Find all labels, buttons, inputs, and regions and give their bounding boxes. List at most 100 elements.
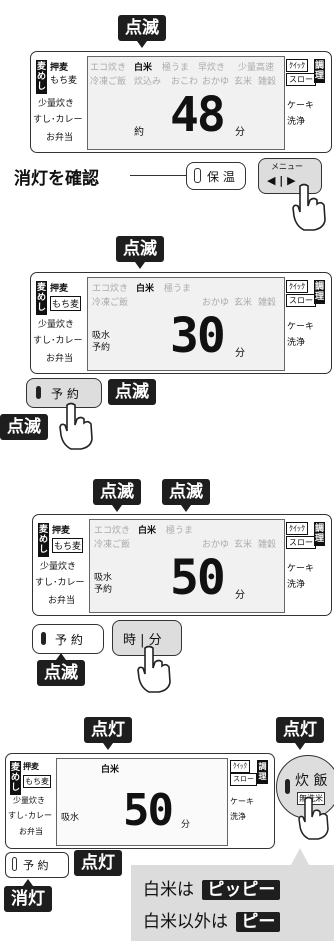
jifun-button-label: 時 | 分 <box>123 633 162 648</box>
mugimeshi-badge: 麦めし <box>38 523 49 557</box>
remaining-minutes: 50 <box>123 785 174 836</box>
unit-fun: 分 <box>235 590 245 601</box>
course-genmai: 玄米 <box>234 298 253 308</box>
course-hakumai: 白米 <box>101 765 120 775</box>
cake-label: ケーキ <box>287 101 315 111</box>
unit-yaku: 約 <box>134 127 144 138</box>
mugimeshi-badge: 麦めし <box>36 60 47 94</box>
remaining-minutes: 30 <box>170 308 226 364</box>
yoyaku-indicator-led <box>36 386 41 399</box>
course-takikomi: 炊込み <box>134 77 162 87</box>
slow-label: スロー <box>286 73 316 86</box>
wash-label: 洗浄 <box>287 117 306 127</box>
menu-button[interactable]: メニュー ◀ | ▶ <box>258 158 322 194</box>
course-okowa: おこわ <box>171 77 199 87</box>
course-zakkoku: 雑穀 <box>258 540 277 550</box>
cake-label: ケーキ <box>287 322 315 332</box>
hoon-button-label: 保 温 <box>207 170 235 184</box>
control-panel-2: 麦めし 押麦 もち麦 少量炊き すし･カレー お弁当 エコ炊き 白米 極うま 冷… <box>30 272 332 374</box>
shoryo-label: 少量炊き <box>13 796 45 805</box>
course-zakkoku: 雑穀 <box>258 298 277 308</box>
shoryo-label: 少量炊き <box>38 99 75 109</box>
kyusui-indicator: 吸水 <box>94 573 113 583</box>
cake-label: ケーキ <box>287 564 315 574</box>
jifun-button[interactable]: 時 | 分 <box>112 620 182 656</box>
mochimugi-label: もち麦 <box>23 775 51 788</box>
wash-label: 洗浄 <box>230 812 246 821</box>
course-zakkoku: 雑穀 <box>258 77 277 87</box>
oshimugi-label: 押麦 <box>52 526 71 536</box>
mochimugi-label: もち麦 <box>52 538 84 553</box>
course-shoryo-kosoku: 少量高速 <box>238 63 275 73</box>
chouri-badge: 調理 <box>314 59 325 83</box>
yoyaku-indicator-led <box>41 632 46 645</box>
lcd-display-1: エコ炊き 白米 極うま 早炊き 少量高速 冷凍ご飯 炊込み おこわ おかゆ 玄米… <box>87 56 285 150</box>
course-reitou: 冷凍ご飯 <box>92 298 129 308</box>
kyusui-indicator: 吸水 <box>61 813 80 823</box>
course-eco: エコ炊き <box>92 284 129 294</box>
lit-label: 点灯 <box>84 717 132 750</box>
sushi-curry-label: すし･カレー <box>8 811 52 820</box>
course-genmai: 玄米 <box>234 540 253 550</box>
slow-label: スロー <box>286 294 316 307</box>
course-gokuuma: 極うま <box>162 63 190 73</box>
bento-label: お弁当 <box>46 354 74 364</box>
remaining-minutes: 48 <box>170 87 226 143</box>
yoyaku-button-label: 予 約 <box>23 859 49 872</box>
blink-label: 点滅 <box>0 414 48 440</box>
chouri-badge: 調理 <box>257 760 268 784</box>
oshimugi-label: 押麦 <box>23 762 39 771</box>
pointing-hand-icon <box>59 402 93 450</box>
course-gokuuma: 極うま <box>166 526 194 536</box>
slow-label: スロー <box>230 773 257 786</box>
yoyaku-button[interactable]: 予 約 <box>5 852 69 878</box>
oshimugi-label: 押麦 <box>50 284 69 294</box>
remaining-minutes: 50 <box>170 550 226 606</box>
mugimeshi-badge: 麦めし <box>10 761 21 795</box>
note-line-2: 白米以外は ピー <box>143 907 281 932</box>
hoon-indicator <box>194 168 201 183</box>
suihan-indicator-led <box>285 779 290 794</box>
note-line-1: 白米は ピッピー <box>143 875 281 900</box>
blink-label: 点滅 <box>162 479 210 512</box>
bento-label: お弁当 <box>48 596 76 606</box>
control-panel-1: 麦めし 押麦 もち麦 少量炊き すし･カレー お弁当 エコ炊き 白米 極うま 早… <box>30 51 332 153</box>
blink-label: 点滅 <box>118 15 166 48</box>
control-panel-4: 麦めし 押麦 もち麦 少量炊き すし･カレー お弁当 白米 吸水 50 分 ｸｲ… <box>5 753 275 849</box>
sushi-curry-label: すし･カレー <box>33 336 83 346</box>
course-okayu: おかゆ <box>202 77 230 87</box>
blink-label: 点滅 <box>108 379 156 405</box>
course-reitou: 冷凍ご飯 <box>94 540 131 550</box>
hoon-button[interactable]: 保 温 <box>186 162 246 190</box>
course-genmai: 玄米 <box>234 77 253 87</box>
lit-label: 点灯 <box>276 717 324 750</box>
sushi-curry-label: すし･カレー <box>33 115 83 125</box>
yoyaku-button-label: 予 約 <box>55 633 83 647</box>
beep-note-box: 白米は ピッピー 白米以外は ピー <box>131 865 334 941</box>
sound-pii: ピー <box>236 912 281 932</box>
course-hakumai: 白米 <box>138 526 157 536</box>
quick-label: ｸｲｯｸ <box>230 760 250 773</box>
yoyaku-indicator: 予約 <box>94 585 113 595</box>
course-reitou: 冷凍ご飯 <box>90 77 127 87</box>
mochimugi-label: もち麦 <box>50 296 82 311</box>
unit-fun: 分 <box>235 127 245 138</box>
quick-label: ｸｲｯｸ <box>286 59 308 72</box>
yoyaku-indicator: 予約 <box>92 343 111 353</box>
sound-pippii: ピッピー <box>202 880 281 900</box>
yoyaku-indicator-led <box>12 857 17 871</box>
note-other-prefix: 白米以外は <box>143 912 228 932</box>
kyusui-indicator: 吸水 <box>92 331 111 341</box>
suihan-button-label: 炊 飯 <box>295 773 328 789</box>
yoyaku-button[interactable]: 予 約 <box>32 624 104 654</box>
unit-fun: 分 <box>235 348 245 359</box>
cake-label: ケーキ <box>230 797 254 806</box>
confirm-off-text: 消灯を確認 <box>14 169 99 189</box>
pointing-hand-icon <box>137 645 171 693</box>
course-eco: エコ炊き <box>90 63 127 73</box>
mochimugi-label: もち麦 <box>50 76 78 86</box>
menu-button-label: メニュー <box>271 162 303 171</box>
lcd-display-4: 白米 吸水 50 分 <box>56 758 228 846</box>
yoyaku-button-label: 予 約 <box>51 387 79 401</box>
yoyaku-button[interactable]: 予 約 <box>26 378 102 408</box>
